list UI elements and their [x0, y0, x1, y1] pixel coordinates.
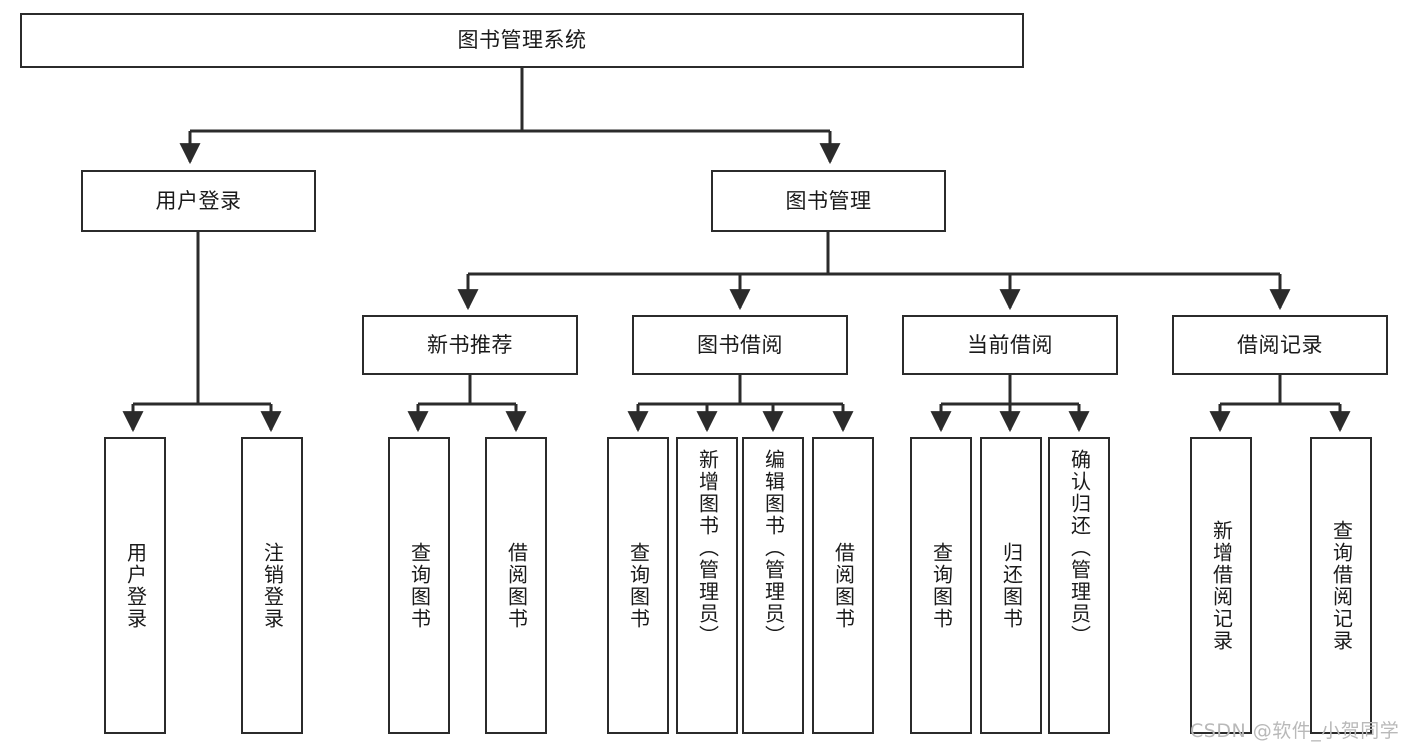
node-leaf-add-book[interactable]: 新增图书（管理员） — [676, 437, 738, 734]
node-leaf-user-logout-label: 注销登录 — [260, 541, 285, 630]
node-user-login[interactable]: 用户登录 — [81, 170, 316, 232]
node-book-manage-label: 图书管理 — [785, 188, 872, 213]
node-leaf-user-login[interactable]: 用户登录 — [104, 437, 166, 734]
node-book-borrow[interactable]: 图书借阅 — [632, 315, 848, 375]
node-leaf-borrow-book-2[interactable]: 借阅图书 — [812, 437, 874, 734]
node-leaf-edit-book-label: 编辑图书（管理员） — [761, 449, 786, 647]
node-current-borrow-label: 当前借阅 — [967, 332, 1053, 357]
node-leaf-borrow-book-1-label: 借阅图书 — [504, 541, 529, 630]
node-leaf-user-logout[interactable]: 注销登录 — [241, 437, 303, 734]
node-leaf-query-book-3-label: 查询图书 — [929, 541, 954, 630]
node-leaf-confirm-return-label: 确认归还（管理员） — [1067, 449, 1092, 647]
node-root[interactable]: 图书管理系统 — [20, 13, 1024, 68]
node-leaf-query-book-1[interactable]: 查询图书 — [388, 437, 450, 734]
node-leaf-user-login-label: 用户登录 — [123, 541, 148, 630]
node-leaf-borrow-book-1[interactable]: 借阅图书 — [485, 437, 547, 734]
node-leaf-confirm-return[interactable]: 确认归还（管理员） — [1048, 437, 1110, 734]
node-root-label: 图书管理系统 — [457, 28, 587, 53]
node-borrow-record-label: 借阅记录 — [1237, 332, 1323, 357]
node-leaf-borrow-book-2-label: 借阅图书 — [831, 541, 856, 630]
node-leaf-add-book-label: 新增图书（管理员） — [695, 449, 720, 647]
node-book-borrow-label: 图书借阅 — [697, 332, 783, 357]
node-borrow-record[interactable]: 借阅记录 — [1172, 315, 1388, 375]
node-leaf-query-record[interactable]: 查询借阅记录 — [1310, 437, 1372, 734]
node-leaf-return-book[interactable]: 归还图书 — [980, 437, 1042, 734]
node-leaf-add-record-label: 新增借阅记录 — [1209, 519, 1234, 652]
node-new-book-rec[interactable]: 新书推荐 — [362, 315, 578, 375]
node-leaf-query-book-3[interactable]: 查询图书 — [910, 437, 972, 734]
node-leaf-return-book-label: 归还图书 — [999, 541, 1024, 630]
node-leaf-query-book-2[interactable]: 查询图书 — [607, 437, 669, 734]
node-current-borrow[interactable]: 当前借阅 — [902, 315, 1118, 375]
node-leaf-query-book-1-label: 查询图书 — [407, 541, 432, 630]
node-new-book-rec-label: 新书推荐 — [427, 332, 513, 357]
node-leaf-edit-book[interactable]: 编辑图书（管理员） — [742, 437, 804, 734]
csdn-watermark: CSDN @软件_小贺同学 — [1190, 720, 1400, 742]
node-user-login-label: 用户登录 — [155, 188, 242, 213]
node-leaf-query-record-label: 查询借阅记录 — [1329, 519, 1354, 652]
node-book-manage[interactable]: 图书管理 — [711, 170, 946, 232]
node-leaf-add-record[interactable]: 新增借阅记录 — [1190, 437, 1252, 734]
node-leaf-query-book-2-label: 查询图书 — [626, 541, 651, 630]
